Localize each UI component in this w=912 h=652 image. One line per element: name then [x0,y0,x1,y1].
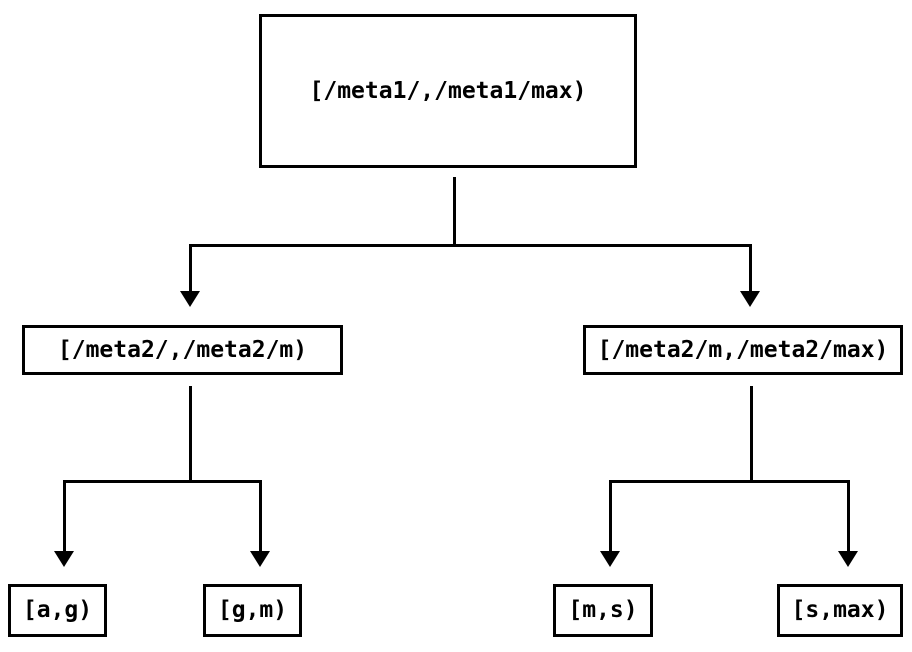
node-mid-left-label: [/meta2/,/meta2/m) [57,336,308,363]
edge-mid-left-to-leaf-gm [259,480,262,552]
edge-mid-right-to-leaf-ms [609,480,612,552]
arrowhead-down-icon [180,291,200,307]
edge-mid-left-to-leaf-ag [63,480,66,552]
node-root-label: [/meta1/,/meta1/max) [309,77,587,104]
node-leaf-ag: [a,g) [8,584,107,637]
arrowhead-down-icon [838,551,858,567]
edge-mid-left-stem [189,386,192,483]
node-leaf-ms-label: [m,s) [568,597,638,623]
edge-root-to-mid-right [749,244,752,292]
arrowhead-down-icon [600,551,620,567]
edge-root-to-mid-left [189,244,192,292]
arrowhead-down-icon [250,551,270,567]
node-leaf-ag-label: [a,g) [22,597,93,623]
node-leaf-smax: [s,max) [777,584,903,637]
node-mid-right-label: [/meta2/m,/meta2/max) [597,336,889,363]
edge-mid-right-branch-bar [609,480,850,483]
edge-root-stem [453,177,456,247]
edge-mid-left-branch-bar [63,480,262,483]
node-leaf-gm-label: [g,m) [217,597,288,623]
node-mid-right: [/meta2/m,/meta2/max) [583,325,903,375]
node-leaf-ms: [m,s) [553,584,653,637]
edge-mid-right-stem [750,386,753,483]
arrowhead-down-icon [740,291,760,307]
node-leaf-gm: [g,m) [203,584,302,637]
node-mid-left: [/meta2/,/meta2/m) [22,325,343,375]
edge-root-branch-bar [189,244,752,247]
node-leaf-smax-label: [s,max) [791,597,889,623]
edge-mid-right-to-leaf-smax [847,480,850,552]
node-root: [/meta1/,/meta1/max) [259,14,637,168]
arrowhead-down-icon [54,551,74,567]
